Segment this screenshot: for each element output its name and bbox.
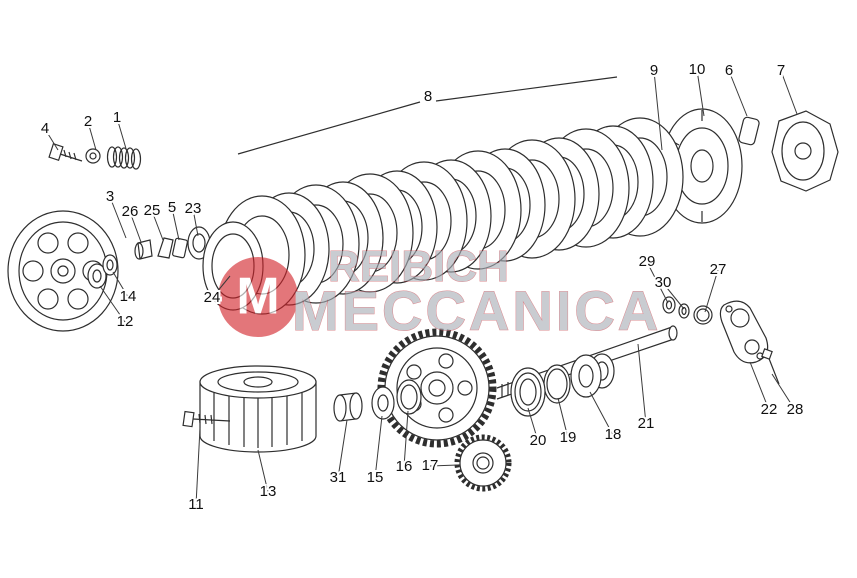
bearing-20-drawing <box>510 367 546 417</box>
callout-30: 30 <box>655 274 672 291</box>
oring-27-drawing <box>693 305 713 325</box>
washer-15-drawing <box>371 386 395 420</box>
leader-line-29 <box>646 261 669 304</box>
callout-4: 4 <box>41 120 49 137</box>
bearing-18-drawing <box>570 354 602 398</box>
leader-line-30 <box>662 282 685 310</box>
callout-31: 31 <box>330 469 347 486</box>
gearbox-shaft-group <box>496 296 780 417</box>
spring-cap-parts-group <box>87 226 211 289</box>
leader-line-26 <box>129 211 142 243</box>
leader-line-13 <box>257 449 269 493</box>
leader-line-14 <box>112 271 129 298</box>
callout-29: 29 <box>639 253 656 270</box>
leader-line-10 <box>696 69 705 117</box>
leader-line-18 <box>589 391 614 436</box>
bracket-8 <box>237 76 618 155</box>
washer-drawing <box>85 148 101 164</box>
callout-19: 19 <box>560 429 577 446</box>
callout-2: 2 <box>84 113 92 130</box>
leader-line-19 <box>557 397 569 439</box>
washer-29-drawing <box>662 296 676 314</box>
bolt-11-drawing <box>182 410 231 428</box>
callout-10: 10 <box>689 61 706 78</box>
callout-6: 6 <box>725 62 733 79</box>
retainer-25-drawing <box>157 237 174 259</box>
oil-pump-22-drawing <box>719 300 769 364</box>
spring-drawing <box>106 146 142 170</box>
leader-line-28 <box>771 373 796 411</box>
callout-21: 21 <box>638 415 655 432</box>
callout-27: 27 <box>710 261 727 278</box>
leader-line-25 <box>151 210 164 241</box>
primary-driven-gear-drawing <box>377 328 497 448</box>
watermark: M REIBICH MECCANICA <box>218 242 661 343</box>
bolt-28-drawing <box>761 348 780 385</box>
leader-line-2 <box>87 121 97 151</box>
drawing-layer <box>7 76 839 492</box>
leader-line-23 <box>192 208 199 237</box>
circlip-19-drawing <box>543 364 571 404</box>
leader-line-21 <box>637 343 647 425</box>
leader-line-24 <box>211 275 231 299</box>
leader-line-5 <box>171 207 180 241</box>
spacer-31-drawing <box>333 392 363 422</box>
cap-12-drawing <box>87 263 107 289</box>
leader-line-4 <box>44 128 59 151</box>
clutch-drum-drawing <box>661 108 743 224</box>
callout-26: 26 <box>122 203 139 220</box>
leader-line-31 <box>337 419 348 479</box>
callout-8: 8 <box>424 88 432 105</box>
callout-3: 3 <box>106 188 114 205</box>
leader-line-16 <box>403 410 409 468</box>
leader-line-7 <box>780 70 798 115</box>
callout-7: 7 <box>777 62 785 79</box>
callout-15: 15 <box>367 469 384 486</box>
callout-23: 23 <box>185 200 202 217</box>
callout-25: 25 <box>144 202 161 219</box>
leader-line-20 <box>527 407 539 442</box>
bolt-drawing <box>48 143 64 161</box>
watermark-logo-circle <box>218 257 298 337</box>
callout-11: 11 <box>188 496 204 513</box>
leader-line-27 <box>704 269 719 313</box>
callout-5: 5 <box>168 199 176 216</box>
nut-5-drawing <box>172 237 188 259</box>
bolt-washer-spring-group <box>48 143 142 170</box>
leader-line-17 <box>429 464 459 467</box>
washer-30-drawing <box>678 303 690 319</box>
callout-13: 13 <box>260 483 277 500</box>
watermark-line1: REIBICH <box>328 242 509 291</box>
watermark-line2: MECCANICA <box>292 279 661 342</box>
leader-line-22 <box>749 361 770 411</box>
spacer-6-drawing <box>738 116 760 146</box>
leader-line-11 <box>195 427 201 506</box>
callout-16: 16 <box>396 458 413 475</box>
leader-line-6 <box>728 70 748 117</box>
watermark-logo-letter: M <box>236 268 279 326</box>
cap-14-drawing <box>102 254 118 276</box>
callout-14: 14 <box>120 288 137 305</box>
leader-line-15 <box>374 415 383 479</box>
callout-24: 24 <box>204 289 221 306</box>
leader-line-12 <box>99 285 126 323</box>
callout-1: 1 <box>113 109 121 126</box>
leader-line-1 <box>116 117 128 153</box>
callout-9: 9 <box>650 62 658 79</box>
clutch-cover-drawing <box>771 110 839 192</box>
clutch-basket-13-drawing <box>199 365 317 453</box>
callout-17: 17 <box>422 457 439 474</box>
callout-20: 20 <box>530 432 547 449</box>
callout-28: 28 <box>787 401 804 418</box>
leader-line-3 <box>109 196 127 239</box>
callout-22: 22 <box>761 401 778 418</box>
callout-12: 12 <box>117 313 134 330</box>
leader-line-9 <box>653 70 663 151</box>
output-gear-17-drawing <box>454 434 512 492</box>
callout-18: 18 <box>605 426 622 443</box>
